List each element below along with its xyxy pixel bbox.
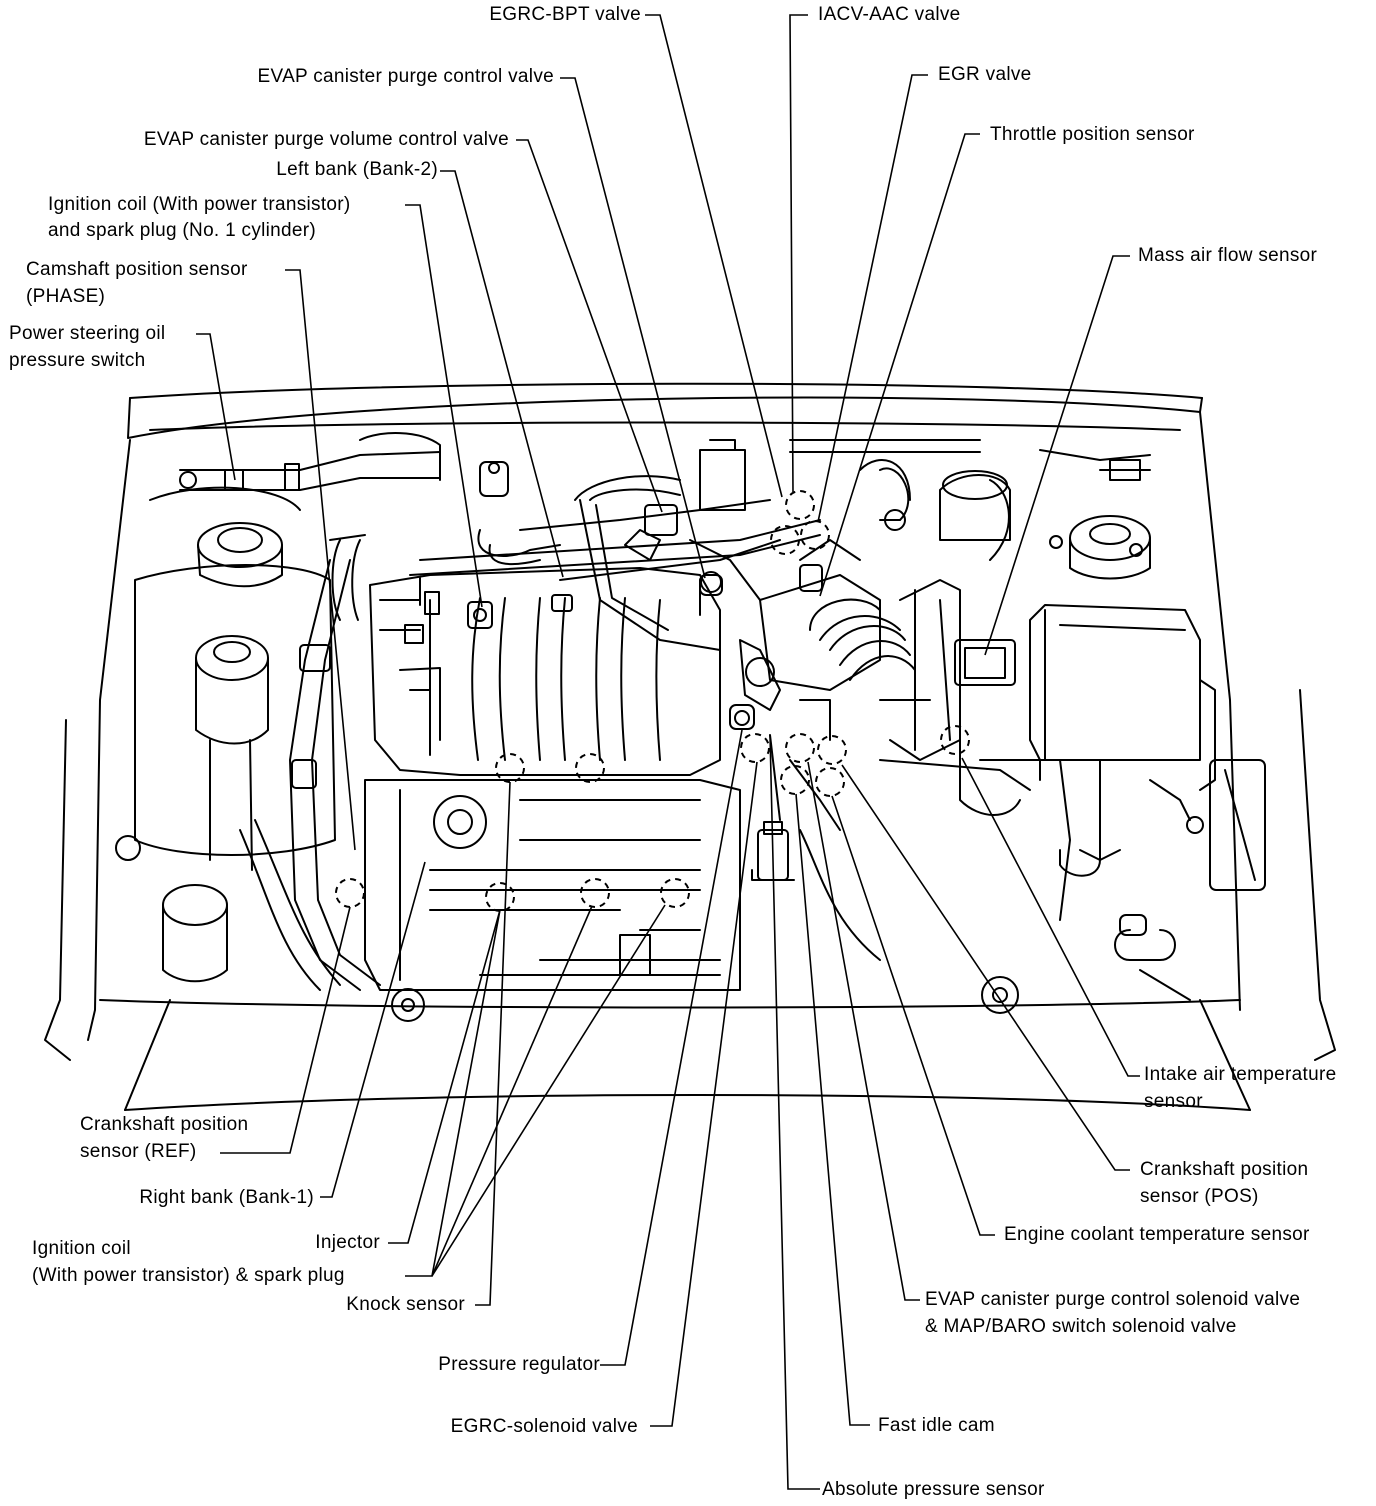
label-ignition-coil-line2: (With power transistor) & spark plug [32, 1265, 345, 1286]
label-crankshaft-pos-line2: sensor (POS) [1140, 1186, 1259, 1207]
fuel-lines [409, 475, 821, 581]
intake-manifold [369, 567, 721, 776]
label-knock-sensor: Knock sensor [346, 1294, 465, 1315]
power-steering-hose [289, 559, 381, 991]
label-evap-purge-control-valve: EVAP canister purge control valve [257, 66, 554, 87]
label-iacv-aac-valve: IACV-AAC valve [818, 4, 961, 25]
label-left-bank: Left bank (Bank-2) [276, 159, 438, 180]
center-sensors [751, 699, 881, 961]
label-ignition-coil-line1: Ignition coil [32, 1238, 131, 1259]
label-intake-air-temp-sensor-line1: Intake air temperature [1144, 1064, 1337, 1085]
label-crankshaft-ref-line2: sensor (REF) [80, 1141, 197, 1162]
label-camshaft-position-sensor-line1: Camshaft position sensor [26, 259, 248, 280]
label-pressure-regulator: Pressure regulator [438, 1354, 600, 1375]
left-lower-components [115, 819, 341, 991]
label-right-bank: Right bank (Bank-1) [139, 1187, 314, 1208]
label-power-steering-switch-line2: pressure switch [9, 350, 146, 371]
engine-bay-outline [44, 382, 1336, 1111]
label-egrc-bpt-valve: EGRC-BPT valve [489, 4, 641, 25]
label-crankshaft-ref-line1: Crankshaft position [80, 1114, 249, 1135]
label-egrc-solenoid-valve: EGRC-solenoid valve [450, 1416, 638, 1437]
label-throttle-position-sensor: Throttle position sensor [990, 124, 1195, 145]
label-camshaft-position-sensor-line2: (PHASE) [26, 286, 106, 307]
leader-lines [196, 14, 1140, 1490]
label-evap-solenoid-line2: & MAP/BARO switch solenoid valve [925, 1316, 1237, 1337]
callout-circles [335, 490, 970, 912]
right-lower-components [879, 739, 1204, 1014]
left-strut-tower [134, 486, 336, 856]
label-intake-air-temp-sensor-line2: sensor [1144, 1091, 1203, 1112]
power-steering-reservoir [195, 635, 269, 871]
label-ignition-coil-no1-line2: and spark plug (No. 1 cylinder) [48, 220, 317, 241]
top-right-hoses [789, 439, 1151, 561]
valve-cluster [579, 439, 861, 730]
engine-block [364, 779, 741, 1022]
air-cleaner [954, 604, 1266, 891]
top-left-hoses [179, 432, 509, 621]
label-ignition-coil-no1-line1: Ignition coil (With power transistor) [48, 194, 351, 215]
label-power-steering-switch-line1: Power steering oil [9, 323, 166, 344]
label-mass-air-flow-sensor: Mass air flow sensor [1138, 245, 1318, 266]
label-evap-purge-volume-control-valve: EVAP canister purge volume control valve [143, 129, 509, 150]
label-egr-valve: EGR valve [938, 64, 1032, 85]
label-absolute-pressure-sensor: Absolute pressure sensor [822, 1479, 1045, 1500]
right-strut-tower [1049, 515, 1151, 580]
throttle-body-and-intake-duct [759, 574, 961, 761]
label-injector: Injector [315, 1232, 380, 1253]
label-crankshaft-pos-line1: Crankshaft position [1140, 1159, 1309, 1180]
label-engine-coolant-temp-sensor: Engine coolant temperature sensor [1004, 1224, 1310, 1245]
label-evap-solenoid-line1: EVAP canister purge control solenoid val… [925, 1289, 1301, 1310]
label-fast-idle-cam: Fast idle cam [878, 1415, 995, 1436]
